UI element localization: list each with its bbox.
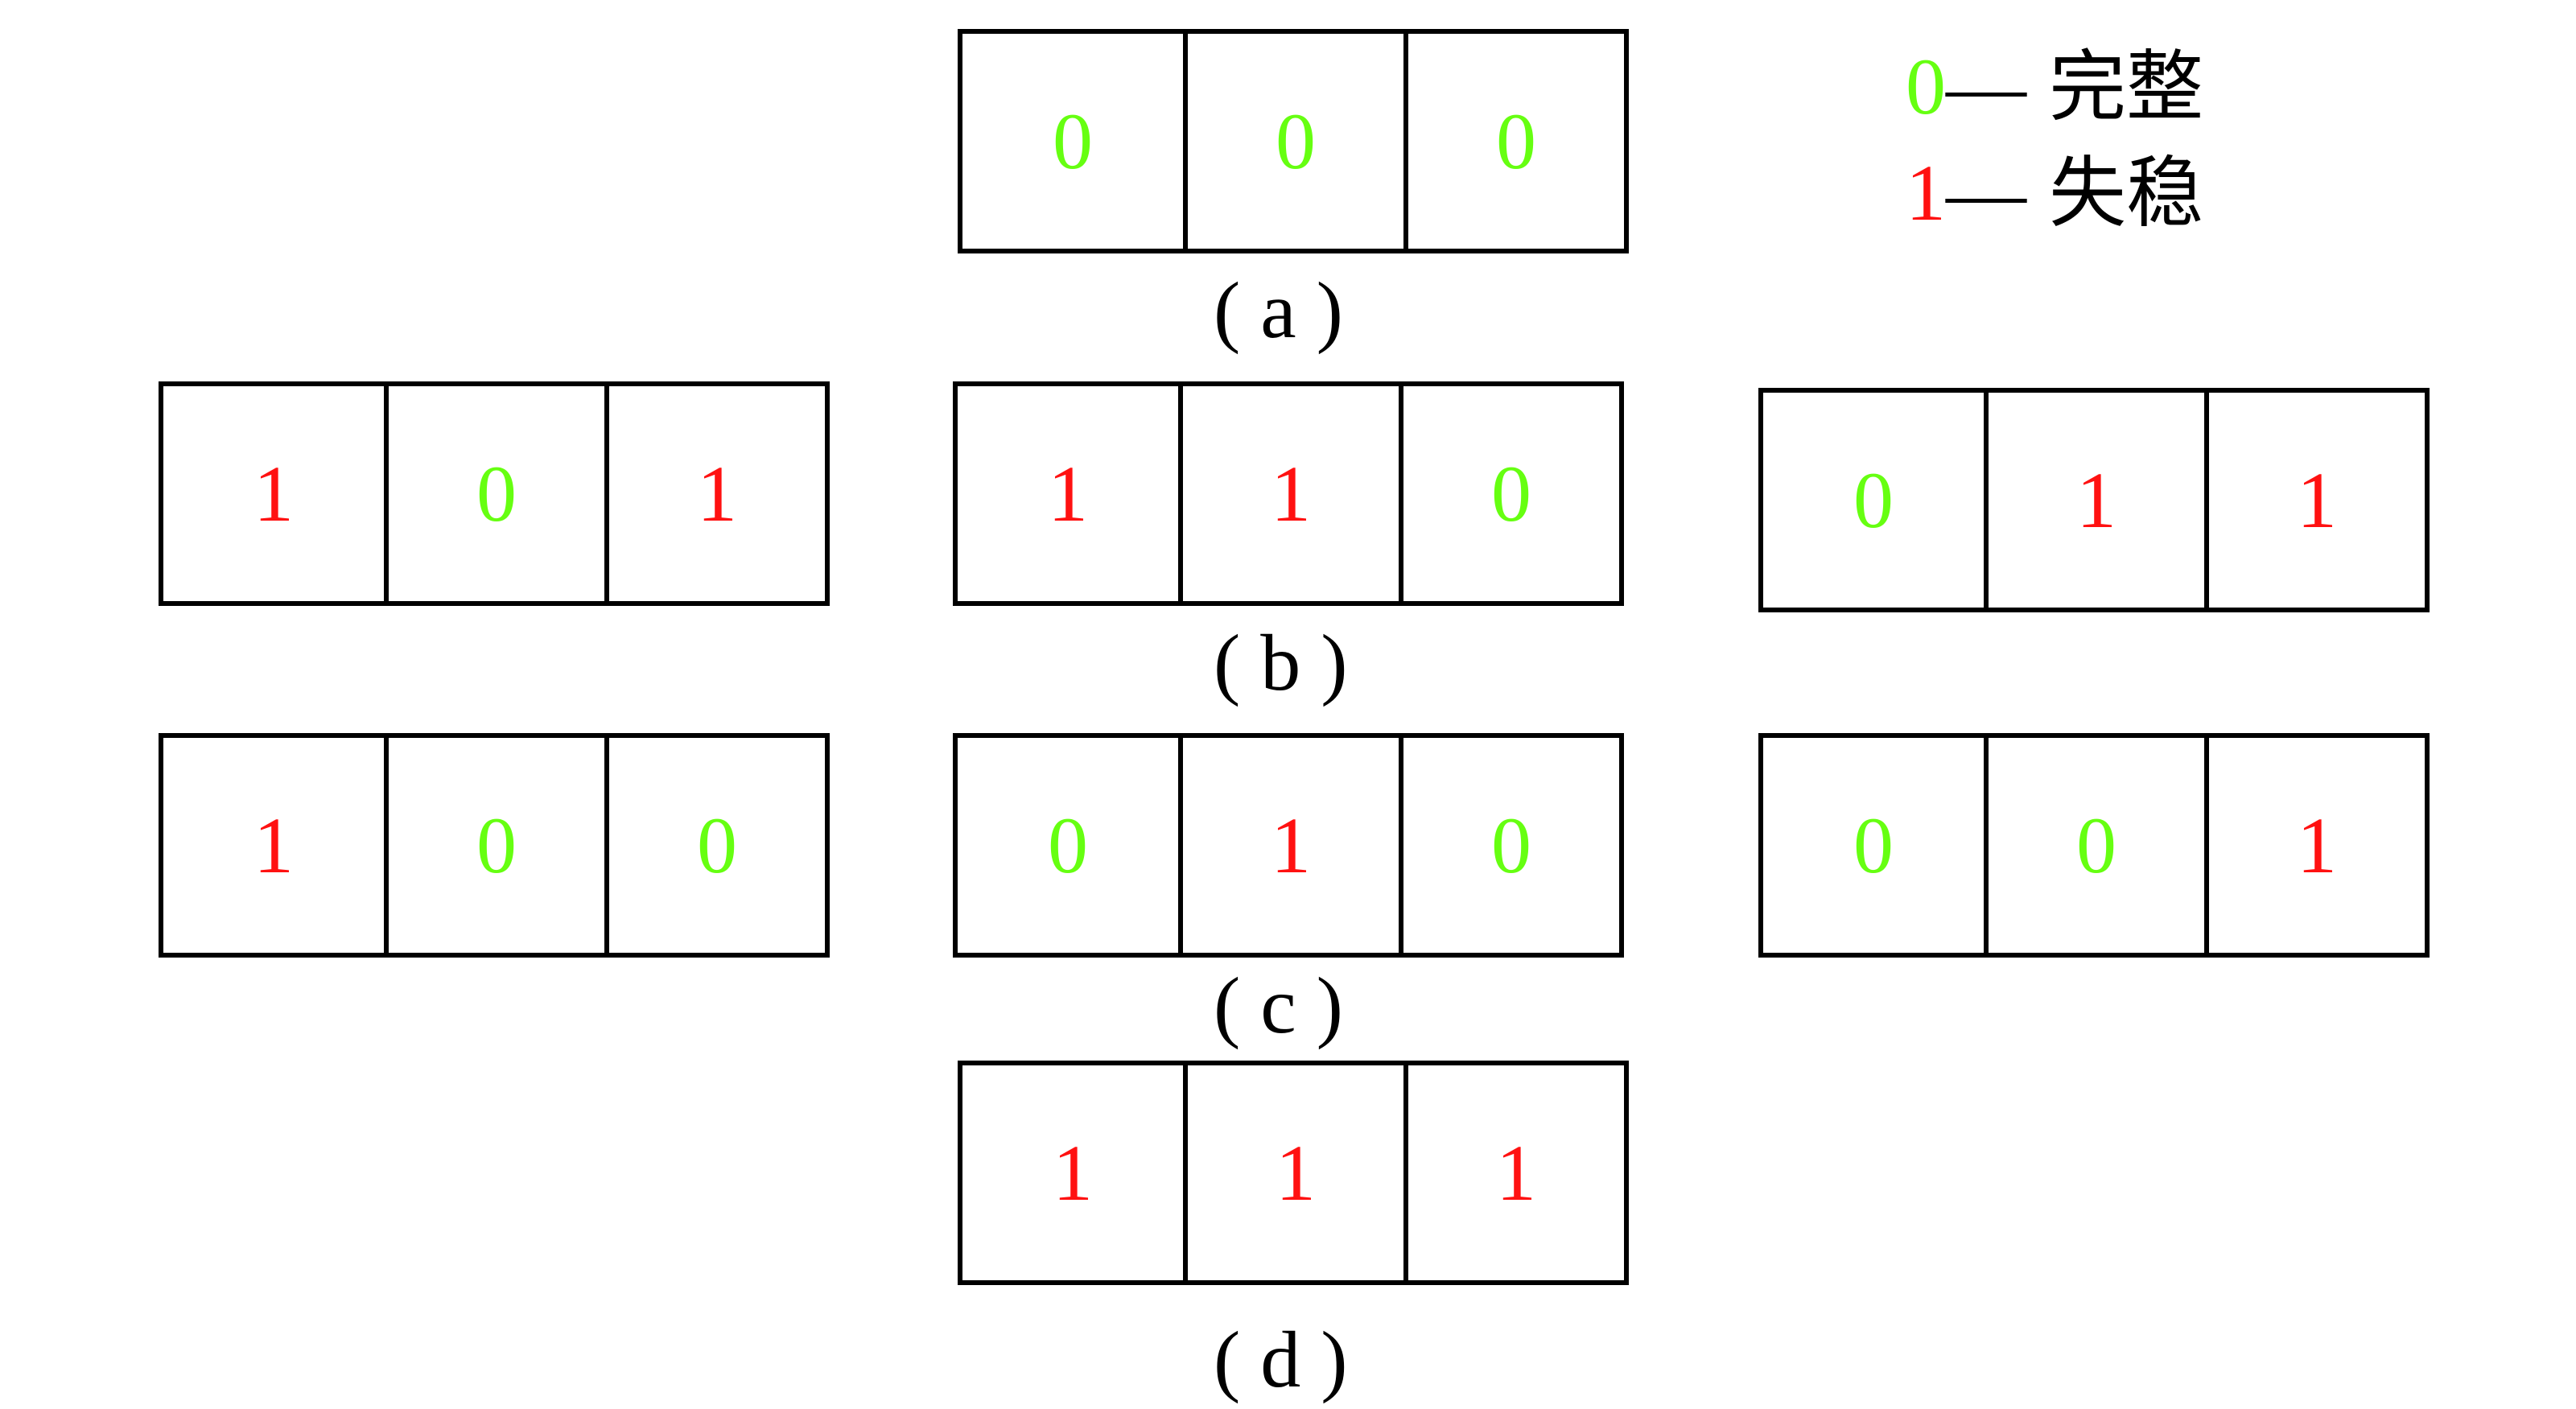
- state-cell: 1: [1403, 1065, 1624, 1280]
- state-cell: 1: [1048, 448, 1088, 538]
- state-cell: 0: [1048, 800, 1088, 890]
- caption-a: ( a ): [1214, 266, 1343, 355]
- state-cell: 0: [1403, 34, 1624, 249]
- legend-dash-unstable: —: [1946, 148, 2026, 237]
- state-row-a: 0 0 0: [958, 29, 1629, 253]
- state-cell: 0: [384, 738, 604, 953]
- state-cell: 0: [1399, 386, 1619, 601]
- state-cell: 1: [1984, 393, 2204, 608]
- state-cell: 1: [253, 448, 294, 538]
- state-cell: 0: [604, 738, 825, 953]
- state-row-b1: 1 0 1: [159, 381, 830, 606]
- state-row-d: 1 1 1: [958, 1061, 1629, 1285]
- state-cell: 0: [1853, 800, 1894, 890]
- legend-item-unstable: 1—失稳: [1906, 153, 2203, 233]
- legend-dash-intact: —: [1946, 42, 2026, 131]
- state-row-c1: 1 0 0: [159, 733, 830, 958]
- state-row-c2: 0 1 0: [953, 733, 1624, 958]
- state-cell: 1: [253, 800, 294, 890]
- state-cell: 0: [1399, 738, 1619, 953]
- state-cell: 0: [1984, 738, 2204, 953]
- state-cell: 0: [1183, 34, 1403, 249]
- caption-c: ( c ): [1214, 961, 1343, 1050]
- state-cell: 1: [2204, 393, 2425, 608]
- state-cell: 1: [2204, 738, 2425, 953]
- legend-label-intact: 完整: [2049, 42, 2203, 132]
- state-row-b2: 1 1 0: [953, 381, 1624, 606]
- state-cell: 1: [1178, 386, 1399, 601]
- state-cell: 0: [1853, 455, 1894, 545]
- state-cell: 1: [1178, 738, 1399, 953]
- state-row-c3: 0 0 1: [1758, 733, 2430, 958]
- state-cell: 1: [1053, 1127, 1093, 1217]
- state-cell: 1: [1183, 1065, 1403, 1280]
- state-cell: 0: [384, 386, 604, 601]
- caption-d: ( d ): [1214, 1315, 1348, 1404]
- legend-item-intact: 0—完整: [1906, 47, 2203, 127]
- state-cell: 0: [1053, 96, 1093, 186]
- state-cell: 1: [604, 386, 825, 601]
- legend-label-unstable: 失稳: [2049, 148, 2203, 238]
- legend-value-unstable: 1: [1906, 148, 1946, 237]
- caption-b: ( b ): [1214, 618, 1348, 707]
- state-row-b3: 0 1 1: [1758, 388, 2430, 612]
- legend-value-intact: 0: [1906, 42, 1946, 131]
